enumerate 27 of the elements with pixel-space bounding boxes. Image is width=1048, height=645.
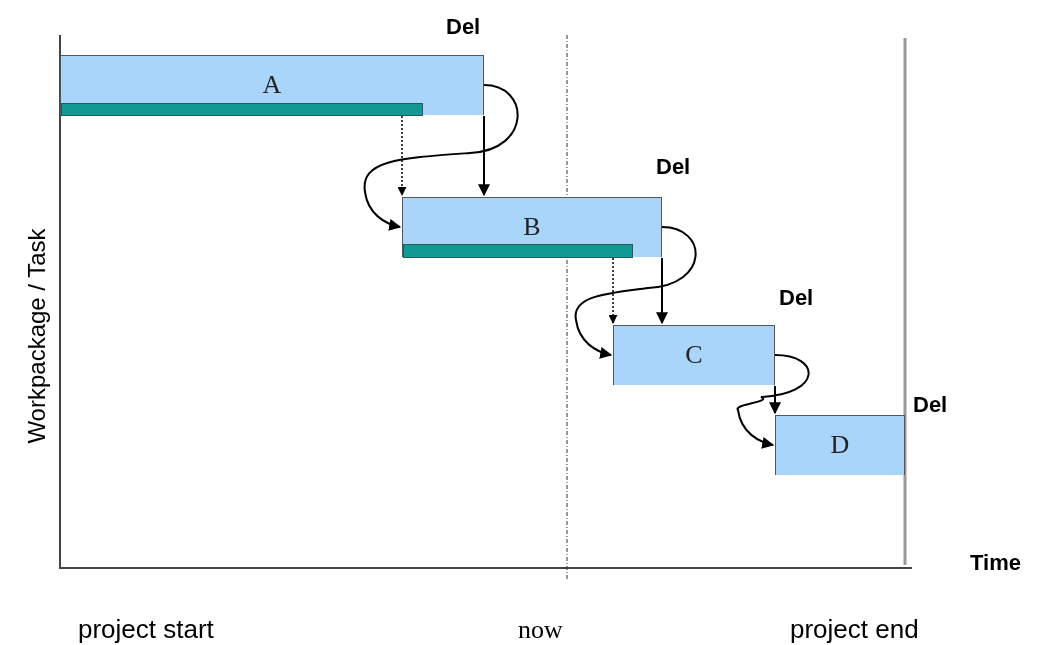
arrow (478, 115, 490, 197)
axis-title: Workpackage / Task (22, 227, 51, 446)
axis-label: project start (78, 613, 214, 645)
arrow (656, 257, 668, 325)
arrow (574, 226, 697, 359)
delay-label: Del (913, 391, 948, 419)
task-label: B (522, 212, 542, 242)
axis-label: project end (790, 613, 919, 645)
delay-label: Del (656, 153, 691, 181)
task-label: D (829, 430, 851, 460)
axis-label: now (518, 614, 563, 645)
task-bar (402, 197, 662, 257)
progress-bar (403, 244, 633, 258)
arrow (736, 354, 810, 449)
task-bar (775, 415, 905, 475)
dotted-arrow (397, 115, 407, 196)
progress-bar (61, 103, 423, 116)
delay-label: Del (446, 13, 481, 41)
task-bar (60, 55, 484, 115)
delay-label: Del (779, 284, 814, 312)
task-bar (613, 325, 775, 385)
task-label: A (261, 70, 283, 100)
task-label: C (684, 340, 704, 370)
arrow (363, 84, 519, 231)
arrow (769, 385, 781, 415)
dotted-arrow (608, 257, 618, 324)
axis-title: Time (970, 549, 1021, 577)
